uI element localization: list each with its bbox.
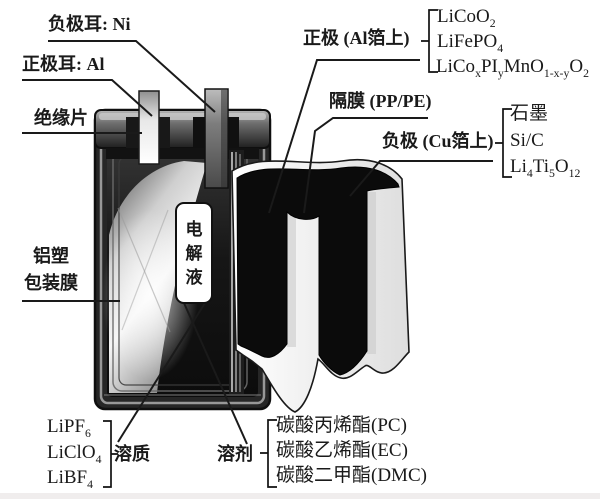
electrolyte-char-2: 解: [185, 243, 203, 263]
leader-anode: [349, 160, 493, 197]
anode-material-2: Si/C: [510, 130, 544, 151]
leader-cathode: [268, 59, 420, 214]
solute-label: 溶质: [114, 444, 150, 464]
cathode-material-3: LiCoxPIyMnO1-x-yO2: [436, 56, 589, 80]
cathode-material-1: LiCoO2: [437, 6, 496, 30]
anode-label: 负极 (Cu箔上): [382, 131, 494, 151]
solvent-material-2: 碳酸乙烯酯(EC): [276, 440, 408, 461]
positive-tab-al: [138, 90, 160, 165]
solute-material-3: LiBF4: [47, 467, 94, 491]
pouch-film-label-line1: 铝塑: [33, 246, 69, 266]
solvent-material-3: 碳酸二甲酯(DMC): [276, 465, 427, 486]
anode-material-3: Li4Ti5O12: [510, 156, 581, 180]
solvent-material-1: 碳酸丙烯酯(PC): [276, 415, 407, 436]
separator-label: 隔膜 (PP/PE): [329, 91, 432, 111]
negative-tab-label: 负极耳: Ni: [48, 14, 131, 34]
cathode-material-2: LiFePO4: [437, 31, 504, 55]
leader-solute: [117, 302, 206, 443]
anode-material-1: 石墨: [510, 103, 549, 124]
electrode-sheets-black: [236, 166, 400, 376]
insulation-sheet-label: 绝缘片: [34, 108, 88, 128]
solute-material-1: LiPF6: [47, 416, 91, 440]
electrolyte-char-1: 电: [185, 219, 203, 239]
positive-tab-label: 正极耳: Al: [22, 54, 105, 74]
solvent-label: 溶剂: [217, 444, 253, 464]
pouch-film-label-line2: 包装膜: [24, 273, 78, 293]
leader-solvent: [183, 302, 248, 445]
brackets: [103, 9, 512, 488]
pouch-film-label: 铝塑 包装膜: [12, 243, 90, 297]
electrolyte-char-3: 液: [185, 267, 203, 287]
leader-separator: [303, 117, 428, 214]
electrolyte-label-box: 电 解 液: [175, 202, 213, 304]
leader-positive-tab: [22, 79, 153, 117]
bracket-solute-materials: [103, 420, 118, 488]
leader-negative-tab: [48, 40, 216, 113]
cathode-label: 正极 (Al箔上): [303, 28, 410, 48]
leader-lines: [22, 40, 493, 445]
bracket-cathode-materials: [421, 9, 438, 73]
bottom-edge-strip: [0, 493, 600, 499]
electrode-stack: [231, 158, 410, 413]
solute-material-2: LiClO4: [47, 442, 102, 466]
negative-tab-ni: [204, 88, 229, 189]
bracket-anode-materials: [495, 108, 512, 178]
bracket-solvent-materials: [260, 419, 277, 488]
